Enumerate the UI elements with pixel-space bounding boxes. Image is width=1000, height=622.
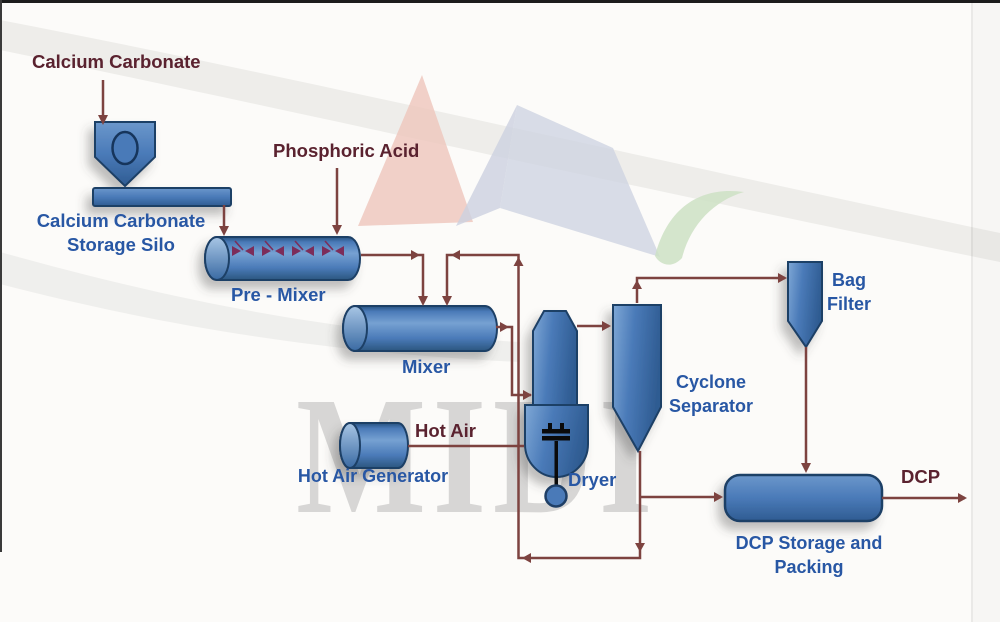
mixer-label: Mixer [402,356,451,377]
storage-silo-label: Calcium Carbonate Storage Silo [37,209,206,257]
mixer-shape [341,305,499,352]
frame-border-top [0,0,1000,3]
dryer-discharge-ball [544,484,568,508]
pre-mixer-shape [203,236,362,281]
dryer-label: Dryer [568,469,617,490]
bag-filter-label-line1: Bag [831,270,867,290]
dcp-storage-shape [723,473,884,523]
logo-mountain-gray-right [500,105,660,257]
flow-arrows [98,115,967,563]
logo-leaf-green [655,190,744,265]
hot-air-generator-shape [338,422,410,469]
cyclone-separator-shape [612,304,662,454]
dcp-storage-label-line2: Packing [774,557,844,577]
frame-edge-right [971,0,973,622]
bag-filter-label-line2: Filter [826,294,872,314]
dryer-agitator [542,423,570,487]
cyclone-separator-label: Cyclone Separator [669,370,753,418]
pre-mixer-label: Pre - Mixer [231,284,326,305]
conveyor-bar-shape [92,187,232,207]
phosphoric-acid-label: Phosphoric Acid [273,140,420,161]
hot-air-label: Hot Air [415,420,476,441]
hot-air-generator-label: Hot Air Generator [297,466,449,486]
cyclone-label-line2: Separator [668,396,754,416]
dcp-output-label: DCP [901,466,941,487]
bag-filter-shape [787,261,823,349]
frame-border-left [0,0,2,552]
cyclone-label-line1: Cyclone [675,372,747,392]
logo-mountain-pink [358,75,473,226]
storage-silo-hopper-shape [94,121,156,188]
flow-lines [101,80,965,560]
dcp-storage-label: DCP Storage and Packing [736,531,883,579]
storage-silo-label-line1: Calcium Carbonate [36,210,206,231]
calcium-carbonate-label: Calcium Carbonate [32,51,201,72]
bag-filter-label: Bag Filter [827,268,871,316]
frame-edge-right-band [973,0,1000,622]
pre-mixer-paddles [232,240,344,256]
storage-silo-label-line2: Storage Silo [67,234,175,255]
dcp-storage-label-line1: DCP Storage and [735,533,883,553]
logo-mountain-gray-left [456,105,517,226]
